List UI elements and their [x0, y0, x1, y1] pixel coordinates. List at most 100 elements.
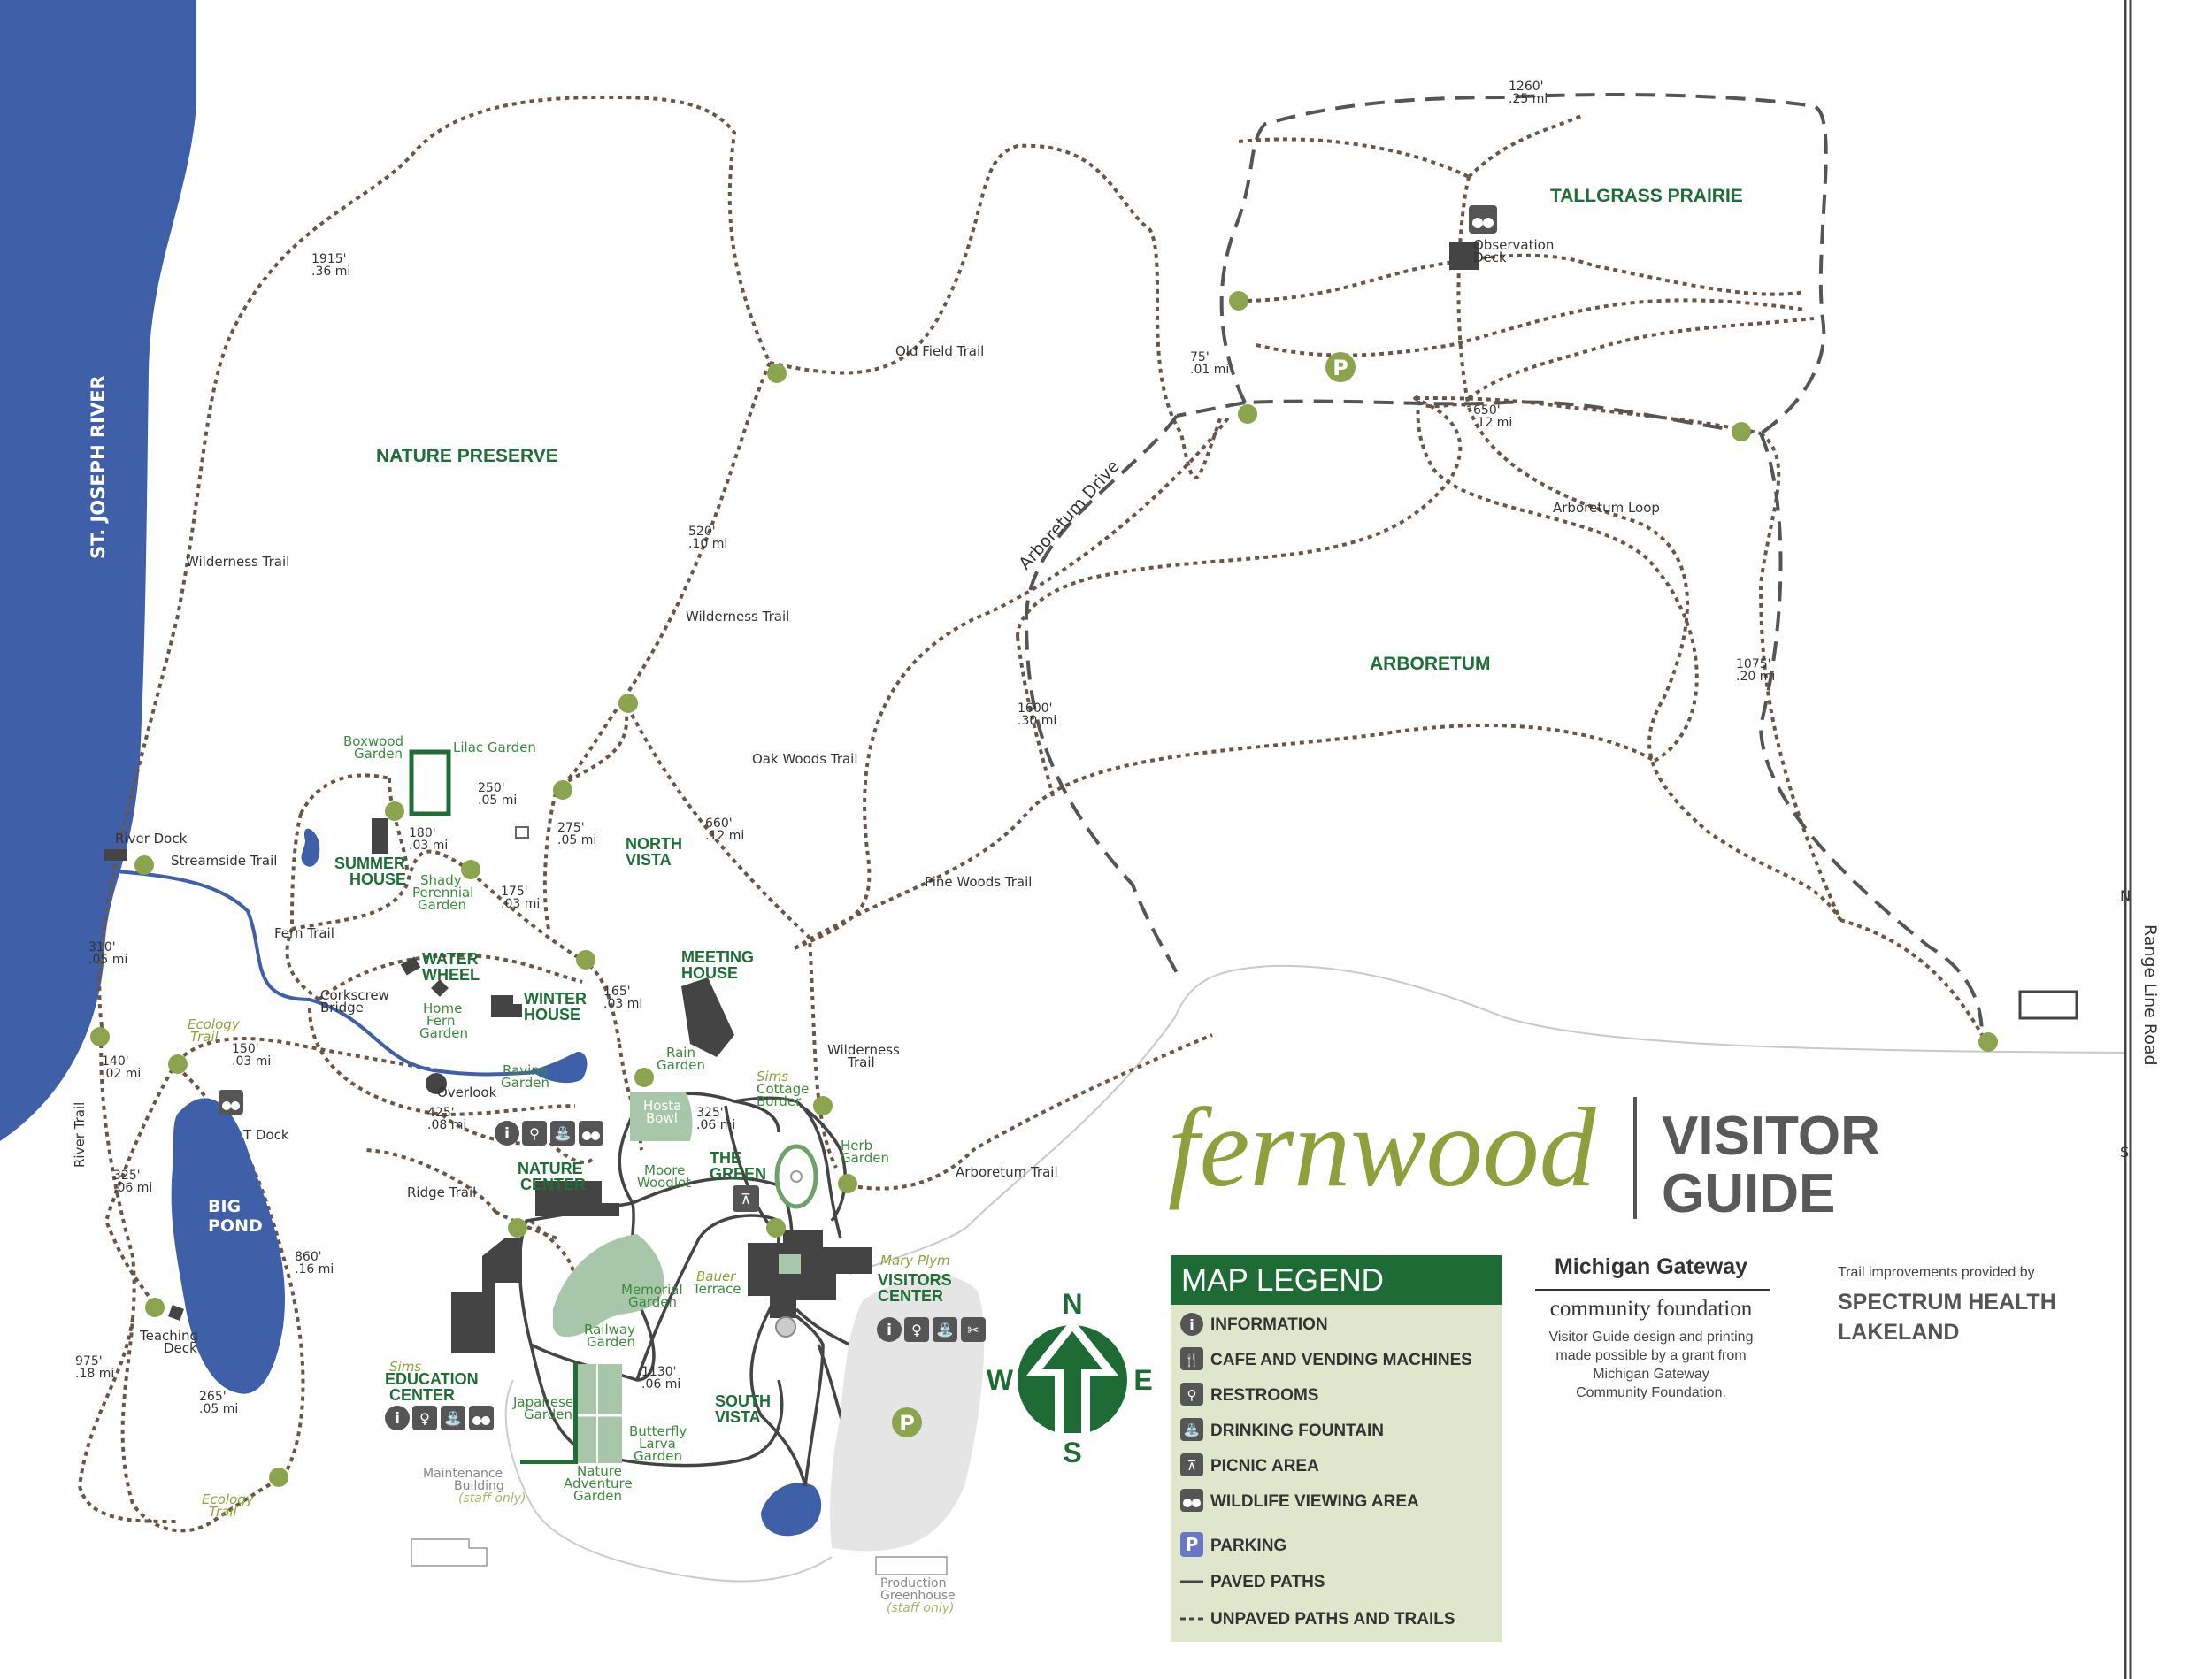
arboretum-label: ARBORETUM: [1370, 654, 1491, 674]
dist-325b-mi: .06 mi: [113, 1181, 152, 1195]
credit-grant-2: made possible by a grant from: [1555, 1348, 1746, 1363]
rain-label-2: Garden: [657, 1057, 705, 1073]
dist-325a-mi: .06 mi: [696, 1118, 735, 1132]
dist-165-ft: 165': [603, 985, 631, 999]
tallgrass-label: TALLGRASS PRAIRIE: [1550, 186, 1743, 206]
map-legend: MAP LEGEND i INFORMATION 🍴 CAFE AND VEND…: [1171, 1255, 1502, 1642]
svg-text:i: i: [395, 1410, 400, 1428]
trail-wilderness-west: [97, 95, 772, 1027]
credit-org-line-2: community foundation: [1550, 1297, 1753, 1321]
svg-text:⛲: ⛲: [444, 1410, 462, 1427]
teaching-deck-label-1: Teaching: [139, 1328, 198, 1344]
svg-text:♀: ♀: [911, 1322, 922, 1338]
river-dock-label: River Dock: [115, 831, 188, 847]
dist-265-mi: .05 mi: [199, 1402, 238, 1416]
legend-item-picnic: PICNIC AREA: [1210, 1457, 1319, 1476]
maintenance-label-2: Building: [454, 1479, 504, 1493]
dist-1075-mi: .20 mi: [1736, 670, 1775, 684]
svg-text:♀: ♀: [419, 1410, 430, 1427]
dist-75-mi: .01 mi: [1190, 363, 1229, 377]
observation-label-1: Observation: [1473, 237, 1554, 253]
dist-140-ft: 140': [102, 1054, 129, 1069]
dist-75-ft: 75': [1190, 350, 1210, 364]
nature-adventure-label-1: Nature: [577, 1463, 622, 1479]
observation-deck-building: [1449, 242, 1479, 270]
credit-org-line-1: Michigan Gateway: [1555, 1254, 1747, 1279]
dist-1600-ft: 1600': [1018, 702, 1052, 716]
svg-text:i: i: [1189, 1316, 1194, 1333]
river-dock-building: [104, 849, 127, 861]
railway-label-1: Railway: [584, 1322, 635, 1338]
moore-label-2: Woodlot: [637, 1175, 691, 1191]
summer-house-label-2: HOUSE: [349, 870, 406, 888]
visitors-center-label-2: CENTER: [878, 1287, 943, 1305]
herb-label-1: Herb: [841, 1138, 872, 1154]
trail-label-pine-woods: Pine Woods Trail: [925, 874, 1032, 890]
dist-265-ft: 265': [199, 1390, 227, 1404]
big-pond: [171, 1098, 285, 1394]
memorial-garden-fill: [553, 1234, 664, 1338]
butterfly-label-3: Garden: [634, 1448, 682, 1464]
mary-plym-label: Mary Plym: [880, 1253, 950, 1269]
home-fern-label-2: Fern: [426, 1013, 455, 1029]
boxwood-label-1: Boxwood: [343, 733, 403, 749]
maintenance-note: (staff only): [458, 1491, 526, 1506]
north-vista-label-2: VISTA: [626, 851, 672, 869]
trail-label-arboretum-trail: Arboretum Trail: [956, 1164, 1058, 1180]
visitors-center-building: [748, 1230, 872, 1318]
north-parking-p: P: [1333, 356, 1348, 380]
stream: [114, 870, 585, 1077]
education-center-label-2: CENTER: [389, 1386, 455, 1404]
st-joseph-river: [0, 0, 196, 1141]
dist-1600-mi: .30 mi: [1018, 714, 1056, 728]
visitors-center-icons: i ♀ ⛲ ✂: [877, 1317, 986, 1342]
trail-nodes: [90, 291, 1998, 1487]
trail-label-oak-woods: Oak Woods Trail: [752, 751, 858, 767]
credit-grant-3: Michigan Gateway: [1593, 1367, 1709, 1382]
svg-text:⛲: ⛲: [1184, 1422, 1201, 1438]
big-pond-label-1: BIG: [208, 1197, 241, 1216]
terrace-label: Terrace: [692, 1281, 741, 1297]
credits: Michigan Gateway community foundation Vi…: [1535, 1254, 2056, 1400]
dist-275-ft: 275': [557, 821, 585, 835]
trail-tallgrass-loop: [1219, 93, 1828, 436]
dist-325a-ft: 325': [696, 1106, 724, 1120]
dist-275-mi: .05 mi: [557, 833, 596, 847]
water-wheel-label-2: WHEEL: [422, 966, 480, 984]
dist-310-mi: .05 mi: [88, 953, 127, 967]
dist-1260-ft: 1260': [1509, 80, 1543, 94]
boxwood-garden-frame: [409, 749, 451, 816]
dist-520-ft: 520': [688, 525, 716, 539]
dist-175-mi: .03 mi: [501, 897, 540, 911]
production-label-2: Greenhouse: [880, 1589, 956, 1603]
road-label: Range Line Road: [2140, 924, 2160, 1066]
svg-text:🍴: 🍴: [1184, 1352, 1201, 1368]
dist-165-mi: .03 mi: [603, 997, 642, 1011]
svg-text:✂: ✂: [967, 1322, 979, 1338]
visitor-title-2: GUIDE: [1662, 1163, 1835, 1224]
svg-text:i: i: [887, 1322, 892, 1339]
summer-house-building: [372, 818, 388, 854]
trail-oak-woods: [794, 414, 1232, 950]
meeting-house-building: [681, 978, 734, 1057]
trail-label-river: River Trail: [72, 1102, 88, 1168]
legend-item-paved: PAVED PATHS: [1210, 1573, 1325, 1591]
trail-label-old-field: Old Field Trail: [895, 343, 984, 359]
river-label: ST. JOSEPH RIVER: [88, 375, 109, 559]
legend-title: MAP LEGEND: [1181, 1263, 1384, 1298]
sims-edu-label: Sims: [389, 1359, 421, 1375]
dist-650-mi: .12 mi: [1473, 416, 1512, 430]
dist-1260-mi: .25 mi: [1509, 92, 1548, 106]
dist-1075-ft: 1075': [1736, 657, 1770, 671]
summer-house-label-1: SUMMER: [334, 855, 405, 872]
dist-660-mi: .12 mi: [705, 829, 744, 843]
trail-old-field: [769, 143, 1223, 480]
teaching-deck-label-2: Deck: [164, 1340, 197, 1356]
overlook-label: Overlook: [437, 1085, 497, 1100]
credit-sponsor-2: LAKELAND: [1838, 1320, 1960, 1345]
education-center-building: [451, 1238, 522, 1353]
rain-label-1: Rain: [666, 1045, 695, 1061]
dist-860-mi: .16 mi: [295, 1262, 334, 1276]
svg-text:♀: ♀: [1187, 1387, 1197, 1403]
picnic-icon-green: ⊼: [733, 1185, 759, 1212]
